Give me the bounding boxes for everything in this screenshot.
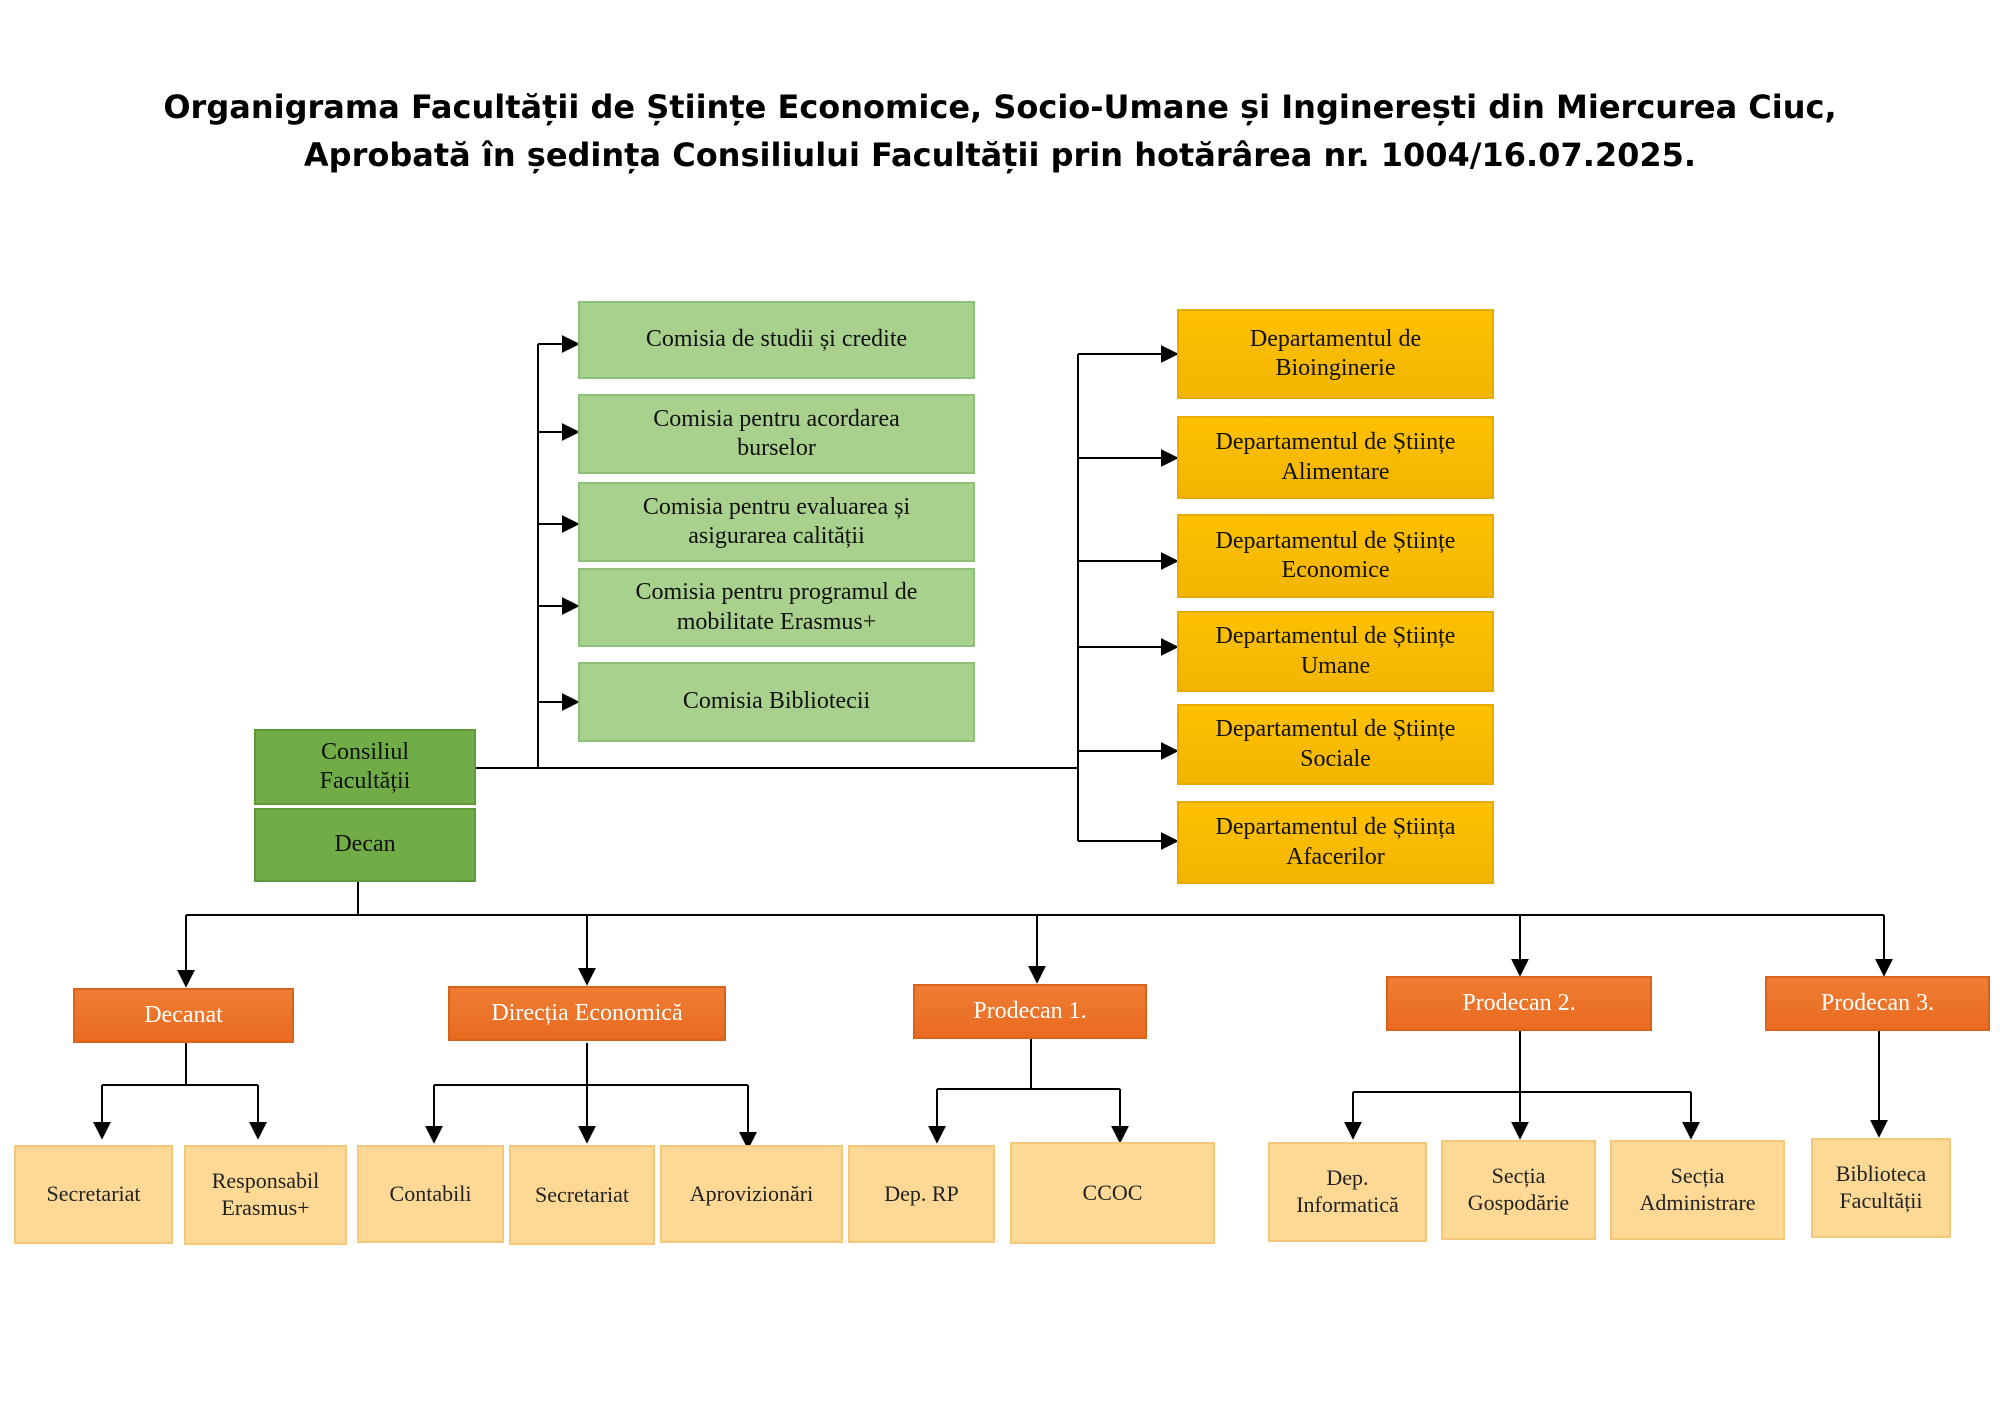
unit-box-secretariat-economic: Secretariat: [509, 1145, 655, 1245]
unit-box-aprovizionari: Aprovizionări: [660, 1145, 843, 1243]
unit-box-ccoc: CCOC: [1010, 1142, 1215, 1244]
department-box-sociale: Departamentul de Științe Sociale: [1177, 704, 1494, 785]
department-box-alimentare: Departamentul de Științe Alimentare: [1177, 416, 1494, 499]
chart-title-line-1: Organigrama Facultății de Științe Econom…: [163, 88, 1837, 126]
council-connectors: [476, 335, 1179, 850]
unit-box-responsabil-erasmus: Responsabil Erasmus+: [184, 1145, 347, 1245]
department-box-afaceri: Departamentul de Știința Afacerilor: [1177, 801, 1494, 884]
commission-box-calitate: Comisia pentru evaluarea și asigurarea c…: [578, 482, 975, 562]
unit-box-contabili: Contabili: [357, 1145, 504, 1243]
dean-box: Decan: [254, 808, 476, 882]
leadership-box-directia-economica: Direcția Economică: [448, 986, 726, 1041]
unit-box-sectia-administrare: Secția Administrare: [1610, 1140, 1785, 1240]
department-box-economice: Departamentul de Științe Economice: [1177, 514, 1494, 598]
department-box-bioinginerie: Departamentul de Bioinginerie: [1177, 309, 1494, 399]
leadership-box-prodecan-1: Prodecan 1.: [913, 984, 1147, 1039]
leadership-box-prodecan-2: Prodecan 2.: [1386, 976, 1652, 1031]
commission-box-studii: Comisia de studii și credite: [578, 301, 975, 379]
unit-connectors: [93, 1031, 1888, 1150]
leadership-box-prodecan-3: Prodecan 3.: [1765, 976, 1990, 1031]
dean-connectors: [177, 882, 1893, 988]
unit-box-biblioteca-facultatii: Biblioteca Facultății: [1811, 1138, 1951, 1238]
commission-box-erasmus: Comisia pentru programul de mobilitate E…: [578, 568, 975, 647]
unit-box-dep-informatica: Dep. Informatică: [1268, 1142, 1427, 1242]
commission-box-burse: Comisia pentru acordarea burselor: [578, 394, 975, 474]
department-box-umane: Departamentul de Științe Umane: [1177, 611, 1494, 692]
commission-box-biblioteca: Comisia Bibliotecii: [578, 662, 975, 742]
leadership-box-decanat: Decanat: [73, 988, 294, 1043]
unit-box-sectia-gospodarie: Secția Gospodărie: [1441, 1140, 1596, 1240]
chart-title-line-2: Aprobată în ședința Consiliului Facultăț…: [303, 136, 1697, 174]
council-box: Consiliul Facultății: [254, 729, 476, 805]
unit-box-dep-rp: Dep. RP: [848, 1145, 995, 1243]
unit-box-secretariat-decanat: Secretariat: [14, 1145, 173, 1244]
